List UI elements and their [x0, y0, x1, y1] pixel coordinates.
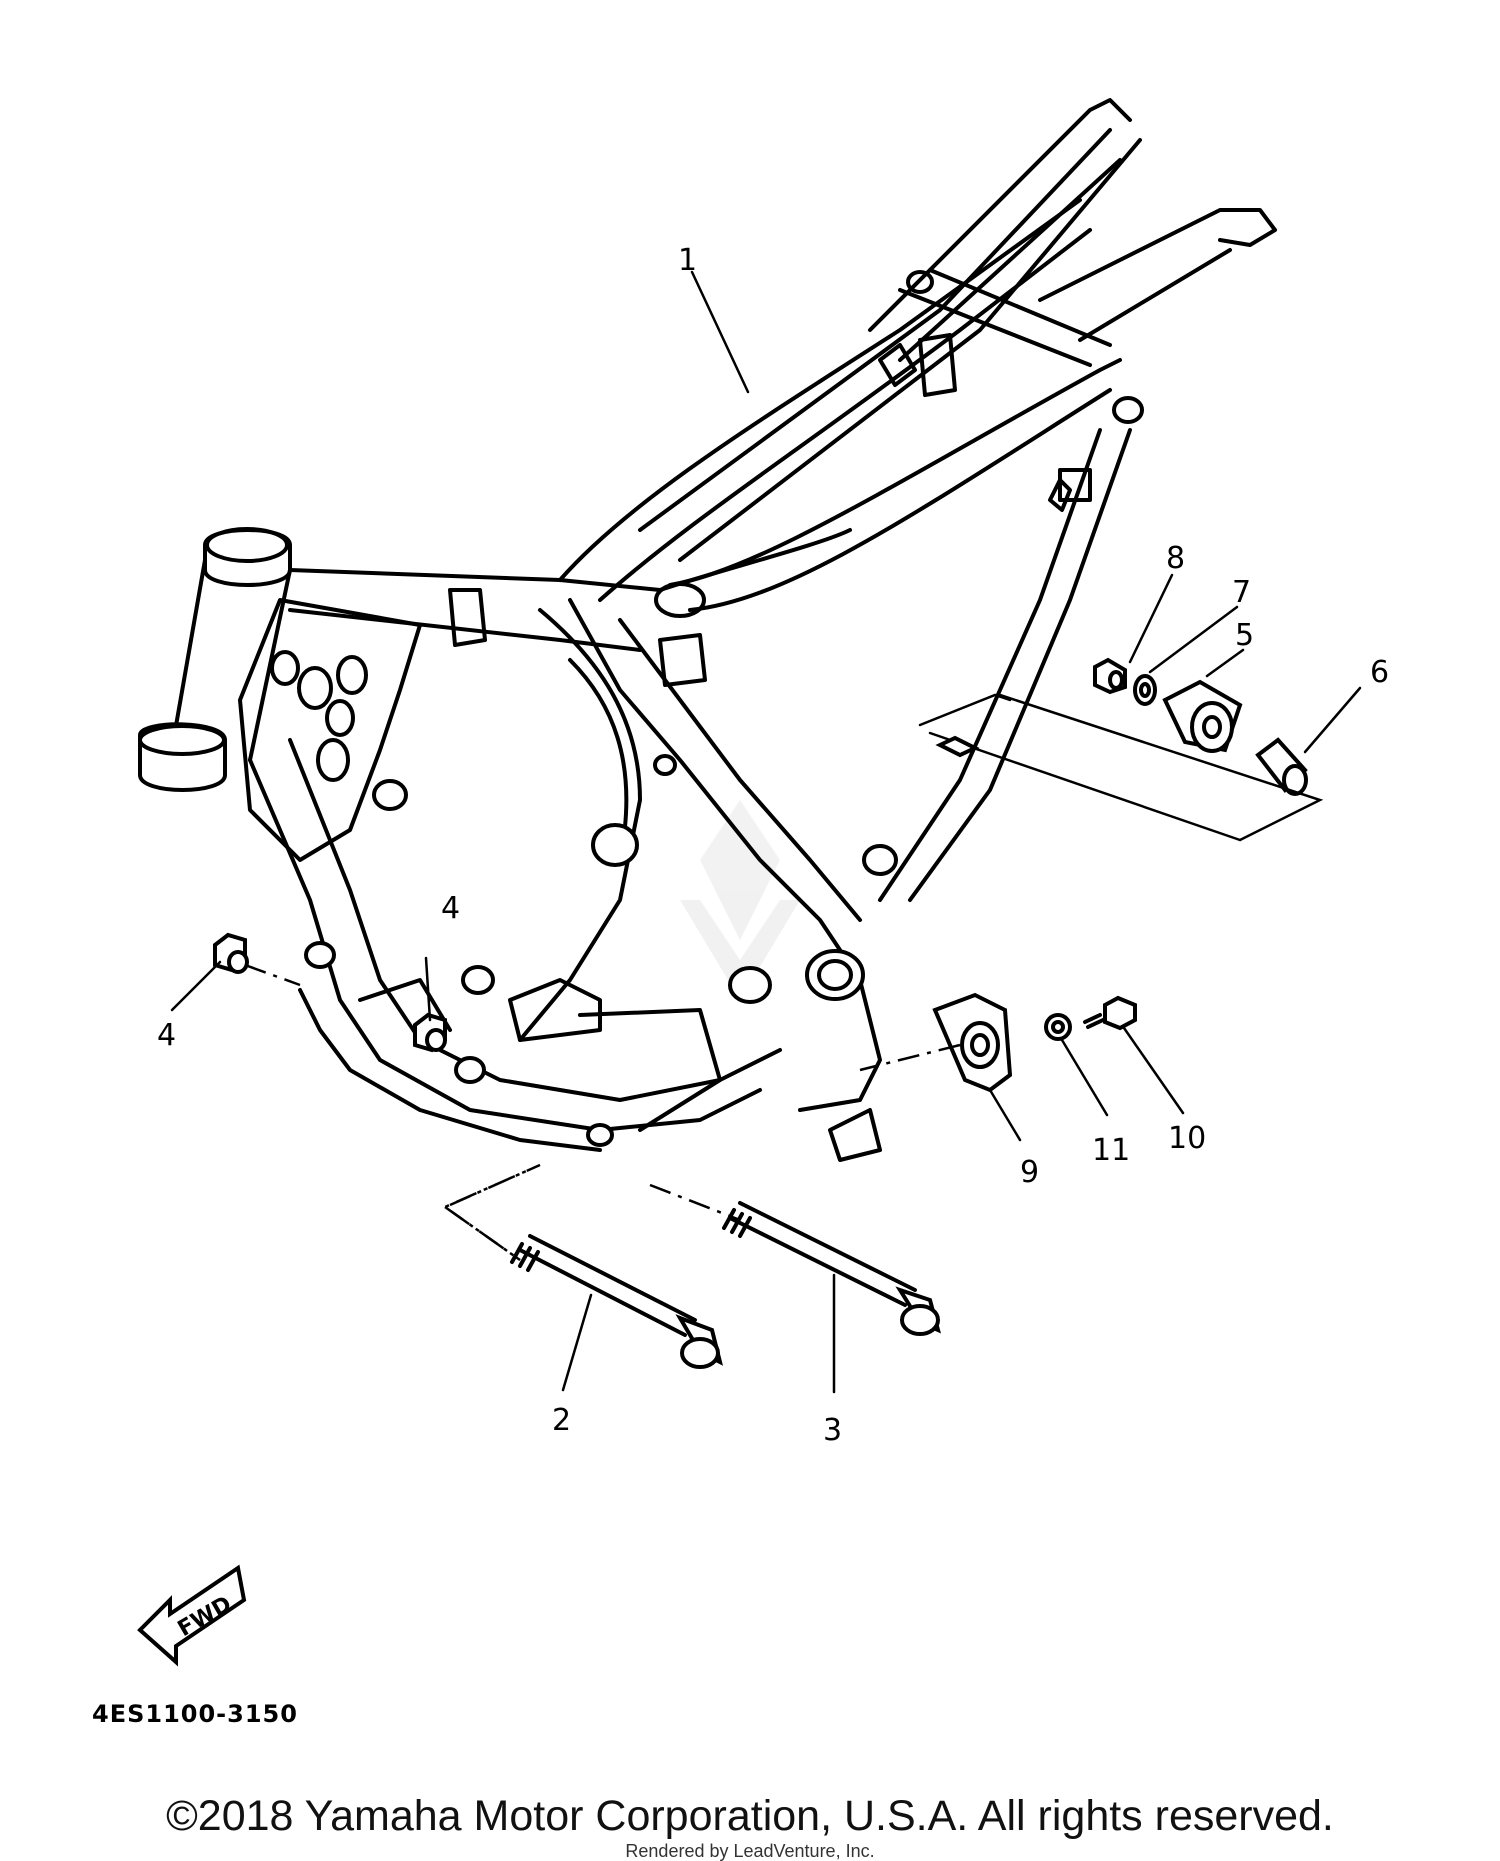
bracket-9-drawing — [932, 992, 1013, 1093]
fwd-arrow-icon: FWD — [137, 1564, 247, 1667]
watermark-logo — [680, 800, 800, 1000]
callout-11: 11 — [1092, 1133, 1130, 1168]
nut-4-center-drawing — [413, 1012, 447, 1053]
callout-10: 10 — [1168, 1121, 1206, 1156]
callout-4-left: 4 — [157, 1018, 176, 1053]
rendered-by-notice: Rendered by LeadVenture, Inc. — [625, 1841, 875, 1861]
bolt-3-drawing — [722, 1201, 942, 1336]
bolt-8-drawing — [1093, 657, 1127, 695]
callout-8: 8 — [1166, 541, 1185, 576]
callout-6: 6 — [1370, 655, 1389, 690]
spacer-6-drawing — [1255, 737, 1308, 796]
diagram-code: 4ES1100-3150 — [92, 1700, 298, 1728]
leader-lines — [170, 270, 1362, 1394]
callout-7: 7 — [1232, 575, 1251, 610]
callout-1: 1 — [678, 243, 697, 278]
collar-5-drawing — [1162, 679, 1243, 753]
callout-3: 3 — [823, 1413, 842, 1448]
callout-2: 2 — [552, 1403, 571, 1438]
copyright-notice: ©2018 Yamaha Motor Corporation, U.S.A. A… — [166, 1792, 1334, 1840]
callout-9: 9 — [1020, 1155, 1039, 1190]
frame-drawing — [138, 98, 1277, 1162]
bolt-2-drawing — [510, 1234, 723, 1369]
bolt-10-drawing — [1083, 995, 1137, 1031]
callout-4-center: 4 — [441, 891, 460, 926]
washer-7-drawing — [1133, 674, 1157, 706]
nut-4-left-drawing — [213, 932, 249, 974]
callout-5: 5 — [1235, 618, 1254, 653]
collar-11-drawing — [1044, 1013, 1072, 1041]
